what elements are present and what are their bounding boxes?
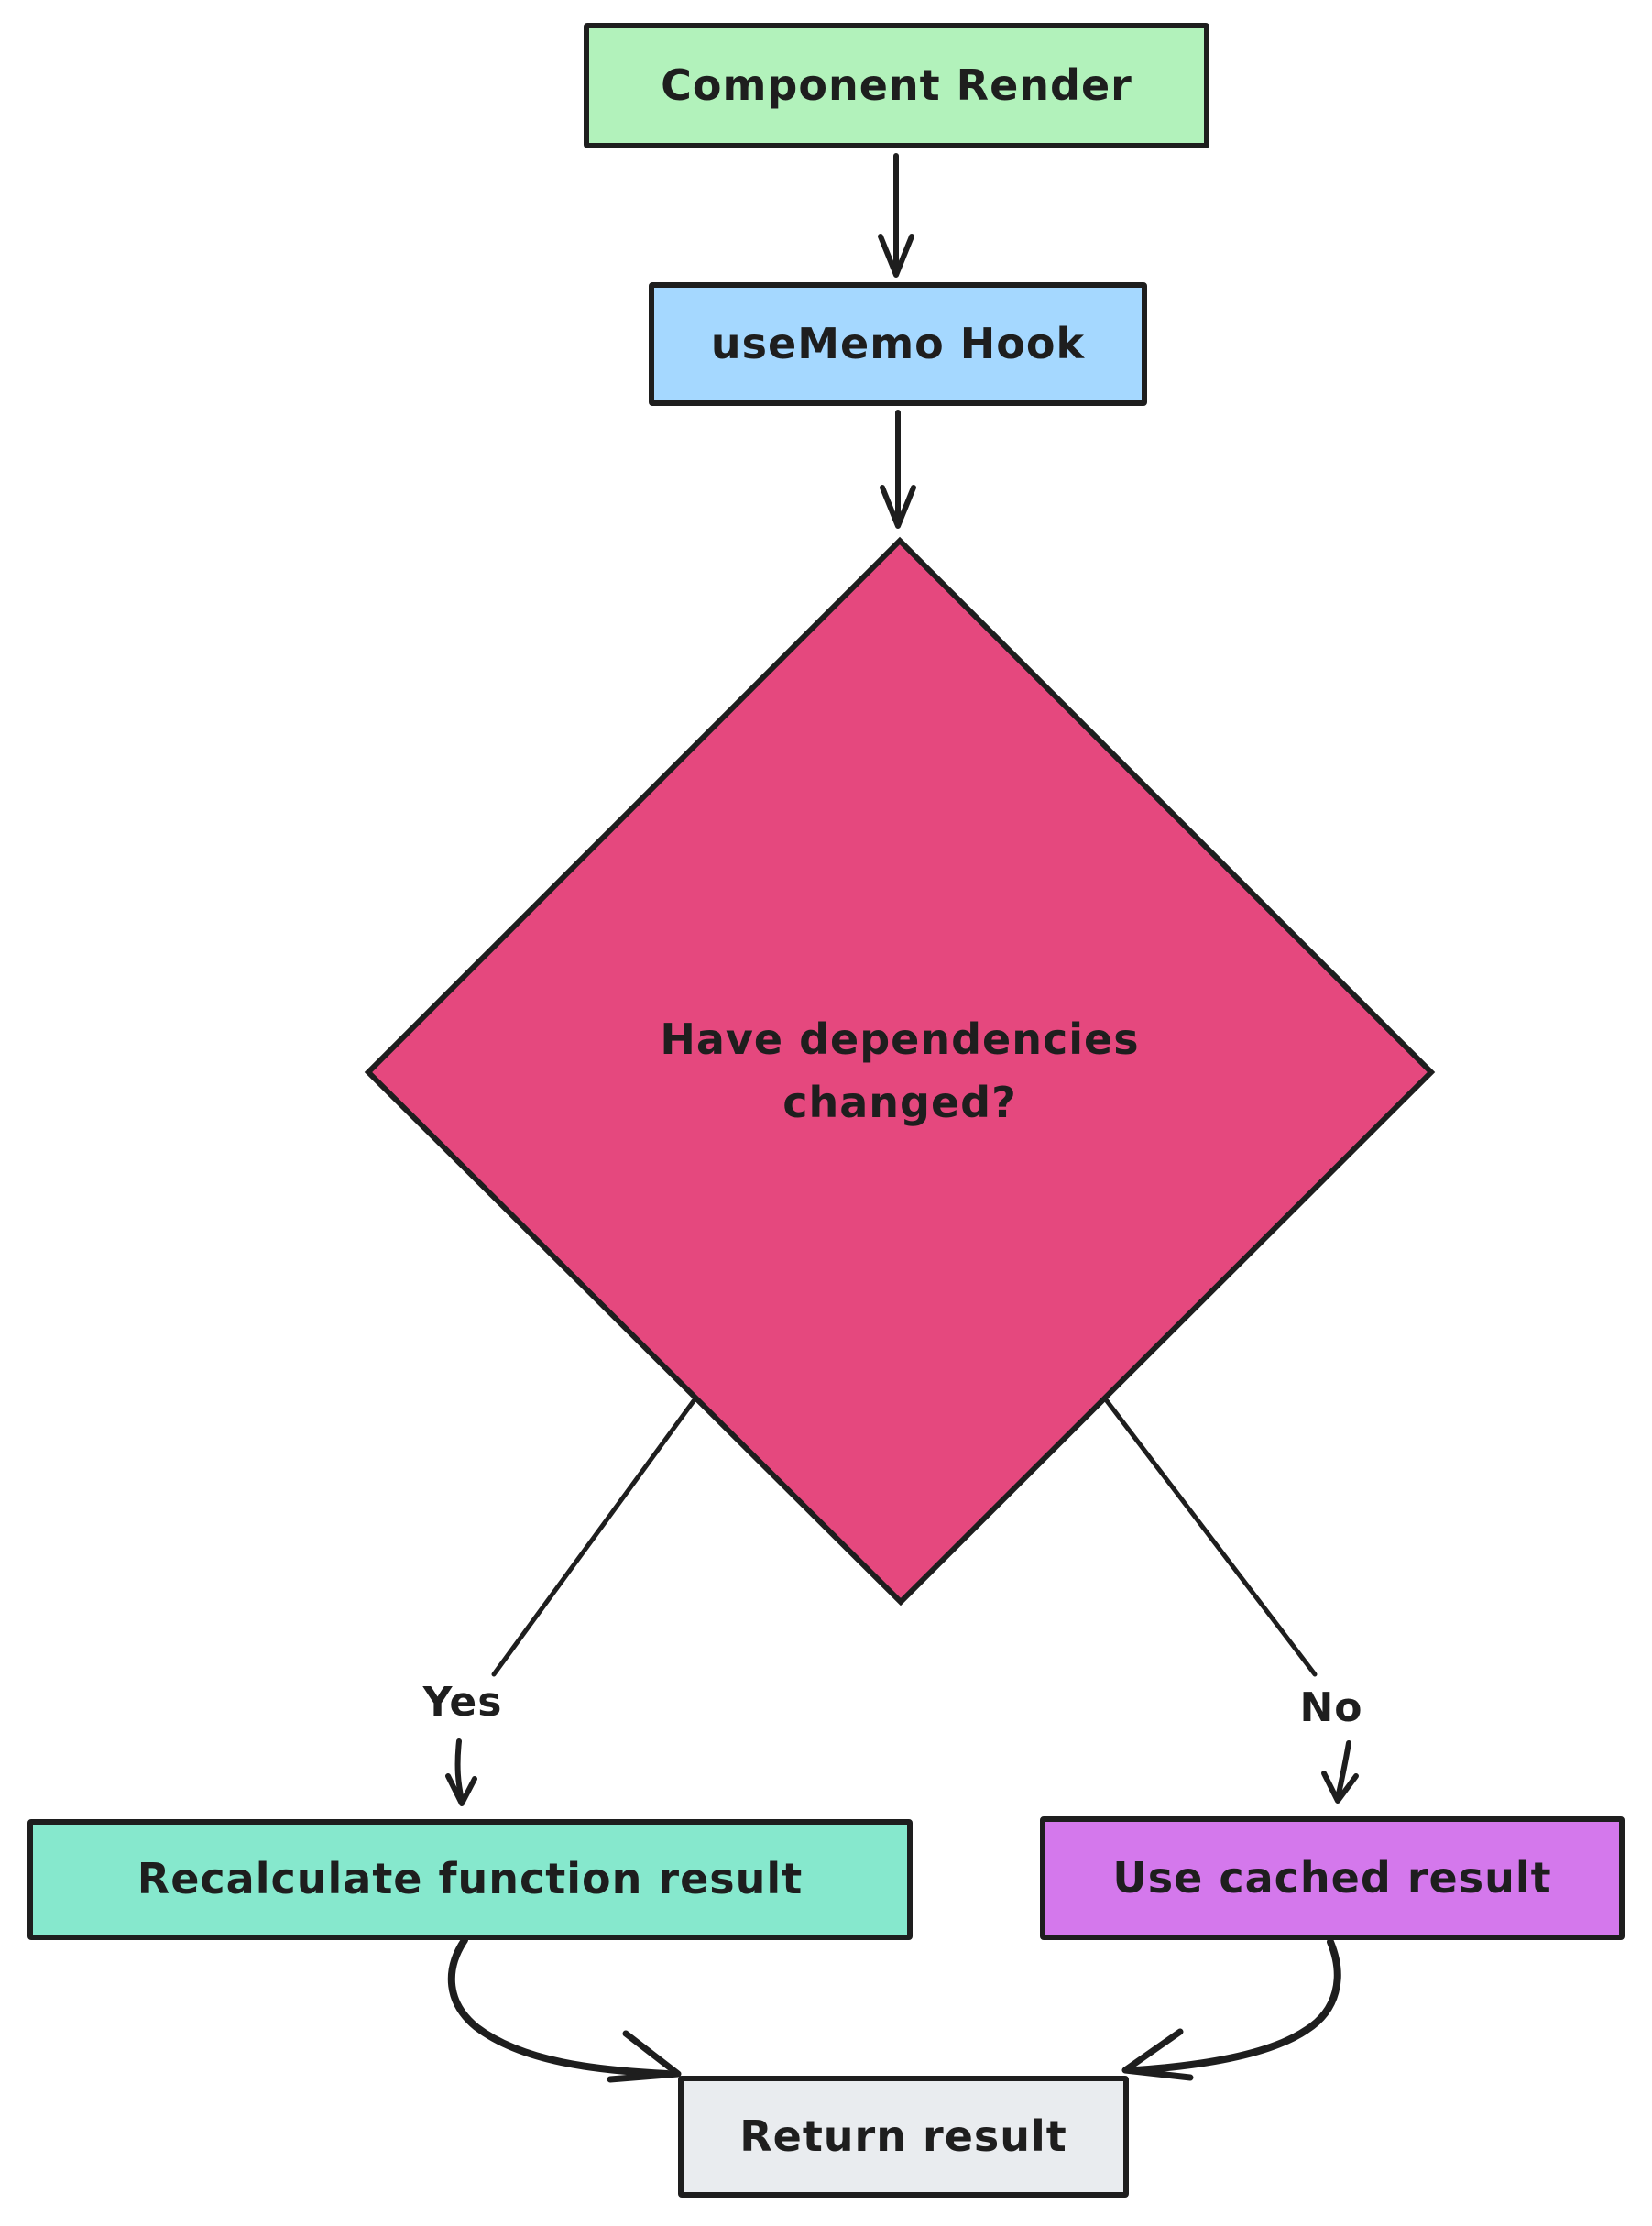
node-return-result-label: Return result [739,2111,1067,2161]
node-component-render: Component Render [584,23,1209,148]
edge-label-yes: Yes [422,1679,503,1726]
decision-diamond-shape [364,536,1436,1606]
node-recalculate-result-label: Recalculate function result [137,1854,804,1904]
edge-cached-to-result [1132,1938,1341,2074]
node-usememo-hook-label: useMemo Hook [710,318,1086,368]
arrowhead-recalculate-to-result [607,2030,682,2083]
arrowhead-start-to-hook [878,234,914,278]
node-usememo-hook: useMemo Hook [649,282,1147,406]
arrowhead-hook-to-decision [880,485,916,529]
node-use-cached-result-label: Use cached result [1112,1852,1552,1903]
node-use-cached-result: Use cached result [1040,1816,1625,1940]
node-recalculate-result: Recalculate function result [27,1819,913,1940]
node-component-render-label: Component Render [661,60,1132,110]
node-return-result: Return result [678,2076,1129,2198]
node-decision-label: Have dependencies changed? [660,1014,1140,1127]
arrowhead-yes [445,1773,477,1806]
edge-no-line [1102,1396,1318,1677]
edge-recalculate-to-result [447,1936,671,2078]
edge-yes-line [491,1396,698,1677]
arrowhead-no [1321,1771,1359,1804]
edge-label-no: No [1299,1684,1363,1731]
edge-yes-arrow [454,1738,465,1803]
edge-no-arrow [1335,1740,1351,1801]
arrowhead-cached-to-result [1121,2028,1194,2081]
